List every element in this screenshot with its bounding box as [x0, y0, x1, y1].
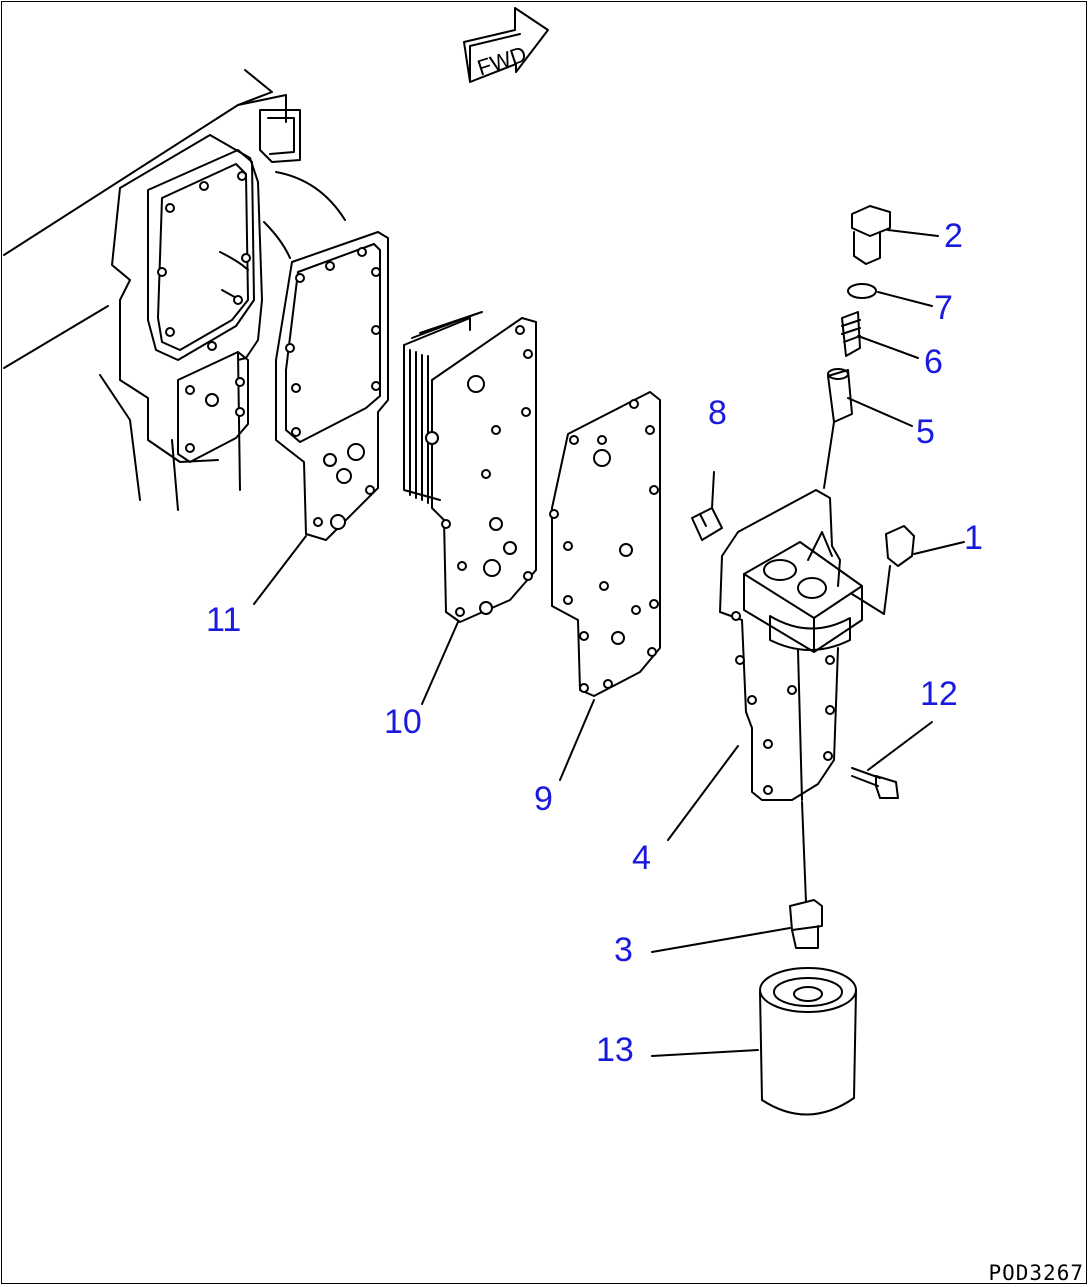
callout-4: 4 [632, 839, 651, 877]
o-ring-part-7 [847, 283, 877, 299]
gasket-part-11 [275, 231, 389, 541]
fwd-arrow-icon: FWD [463, 7, 549, 83]
engine-block [3, 69, 346, 511]
plug-part-1 [885, 525, 915, 567]
callout-1: 1 [964, 519, 983, 557]
callout-5: 5 [916, 413, 935, 451]
leader-lines [253, 229, 965, 1057]
leader-8 [711, 471, 715, 509]
callout-9: 9 [534, 780, 553, 818]
callout-2: 2 [944, 217, 963, 255]
callout-13: 13 [596, 1031, 634, 1069]
callout-6: 6 [924, 343, 943, 381]
callout-10: 10 [384, 703, 422, 741]
fwd-arrow-label: FWD [474, 41, 529, 80]
callout-12: 12 [920, 675, 958, 713]
callout-3: 3 [614, 931, 633, 969]
callout-8: 8 [708, 394, 727, 432]
callout-11: 11 [206, 601, 242, 639]
bolt-part-2 [851, 205, 891, 265]
spring-part-6 [841, 311, 861, 357]
filter-head-part-4 [719, 489, 863, 801]
filter-cartridge-part-13 [759, 967, 857, 1116]
assembly-line-1 [883, 565, 891, 615]
bolt-part-12 [851, 767, 899, 799]
nipple-part-3 [789, 899, 823, 949]
figure-code: POD3267 [988, 1261, 1084, 1285]
plug-part-8 [691, 507, 723, 541]
assembly-line-5 [823, 421, 835, 489]
valve-part-5 [827, 368, 853, 423]
gasket-part-9 [549, 391, 661, 697]
callout-7: 7 [934, 289, 953, 327]
oil-cooler-part-10 [403, 311, 537, 623]
assembly-line-1b [851, 593, 885, 615]
assembly-line-3 [801, 801, 807, 903]
